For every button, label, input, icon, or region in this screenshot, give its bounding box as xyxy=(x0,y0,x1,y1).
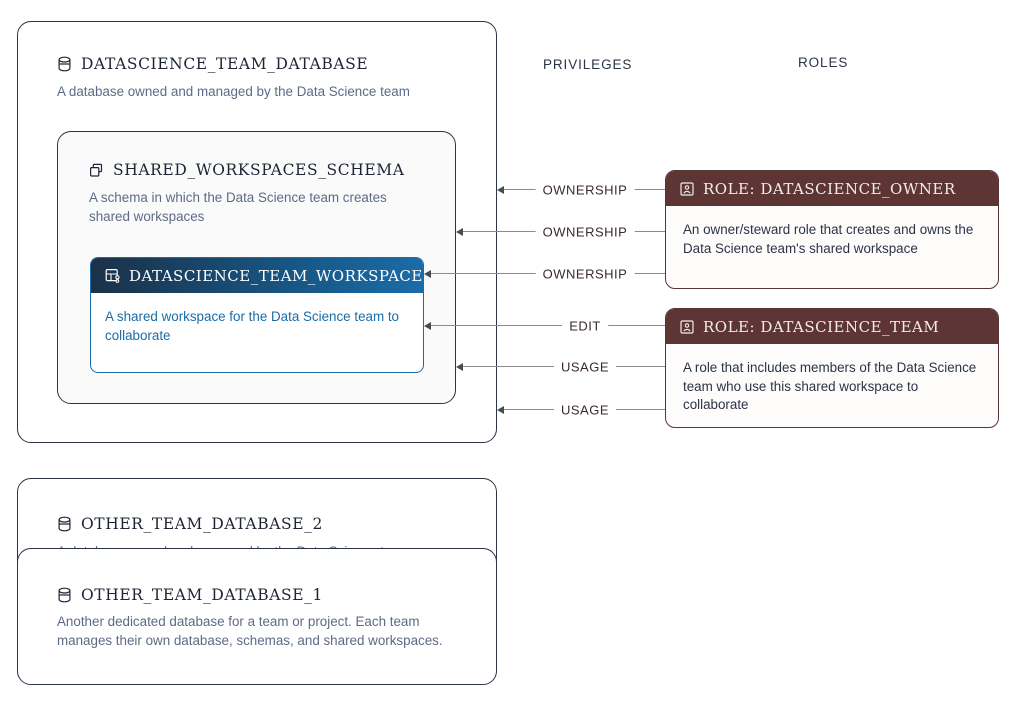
database-icon xyxy=(57,516,72,532)
database-title-datascience-team-database: DATASCIENCE_TEAM_DATABASE xyxy=(57,55,368,73)
database-title-other-team-database-2: OTHER_TEAM_DATABASE_2 xyxy=(57,515,323,533)
database-title-other-team-database-1: OTHER_TEAM_DATABASE_1 xyxy=(57,586,323,604)
database-icon xyxy=(57,587,72,603)
role-card-datascience-owner[interactable]: ROLE: DATASCIENCE_OWNER An owner/steward… xyxy=(665,170,999,289)
column-header-privileges: PRIVILEGES xyxy=(543,57,633,72)
schema-title-text: SHARED_WORKSPACES_SCHEMA xyxy=(113,161,405,179)
database-title-text: DATASCIENCE_TEAM_DATABASE xyxy=(81,55,369,73)
schema-description: A schema in which the Data Science team … xyxy=(89,190,387,224)
database-card-other-team-database-1[interactable] xyxy=(17,548,497,685)
workspace-header: DATASCIENCE_TEAM_WORKSPACE xyxy=(91,258,423,293)
database-description-datascience-team-database: A database owned and managed by the Data… xyxy=(57,84,410,99)
arrowhead-usage-schema xyxy=(456,362,463,371)
arrowhead-ownership-workspace xyxy=(424,269,431,278)
role-title-text: ROLE: DATASCIENCE_OWNER xyxy=(703,179,956,198)
edge-label-usage-database: USAGE xyxy=(553,402,617,418)
schema-title: SHARED_WORKSPACES_SCHEMA xyxy=(89,161,405,179)
role-icon xyxy=(680,319,694,334)
edge-label-ownership-schema: OWNERSHIP xyxy=(535,224,635,240)
role-description: A role that includes members of the Data… xyxy=(683,360,977,412)
role-description: An owner/steward role that creates and o… xyxy=(683,222,974,256)
workspace-card-datascience-team-workspace[interactable]: DATASCIENCE_TEAM_WORKSPACE A shared work… xyxy=(90,257,424,373)
arrowhead-usage-database xyxy=(497,405,504,414)
edge-label-usage-schema: USAGE xyxy=(553,359,617,375)
arrowhead-ownership-schema xyxy=(456,227,463,236)
database-title-text: OTHER_TEAM_DATABASE_2 xyxy=(81,515,323,533)
schema-icon xyxy=(89,163,104,178)
edge-edit-workspace xyxy=(427,325,665,327)
role-icon xyxy=(680,181,694,196)
role-header-datascience-owner: ROLE: DATASCIENCE_OWNER xyxy=(666,171,998,206)
arrowhead-edit-workspace xyxy=(424,321,431,330)
workspace-title-text: DATASCIENCE_TEAM_WORKSPACE xyxy=(129,266,423,285)
arrowhead-ownership-db xyxy=(497,185,504,194)
role-header-datascience-team: ROLE: DATASCIENCE_TEAM xyxy=(666,309,998,344)
edge-label-ownership-workspace: OWNERSHIP xyxy=(535,266,635,282)
database-icon xyxy=(57,56,72,72)
edge-label-ownership-db: OWNERSHIP xyxy=(535,182,635,198)
database-title-text: OTHER_TEAM_DATABASE_1 xyxy=(81,586,323,604)
database-description-other-team-database-1: Another dedicated database for a team or… xyxy=(57,614,443,648)
role-card-datascience-team[interactable]: ROLE: DATASCIENCE_TEAM A role that inclu… xyxy=(665,308,999,428)
column-header-roles: ROLES xyxy=(798,55,849,70)
edge-label-edit-workspace: EDIT xyxy=(562,318,608,334)
workspace-description: A shared workspace for the Data Science … xyxy=(105,309,400,343)
role-title-text: ROLE: DATASCIENCE_TEAM xyxy=(703,317,940,336)
workspace-icon xyxy=(105,268,120,283)
